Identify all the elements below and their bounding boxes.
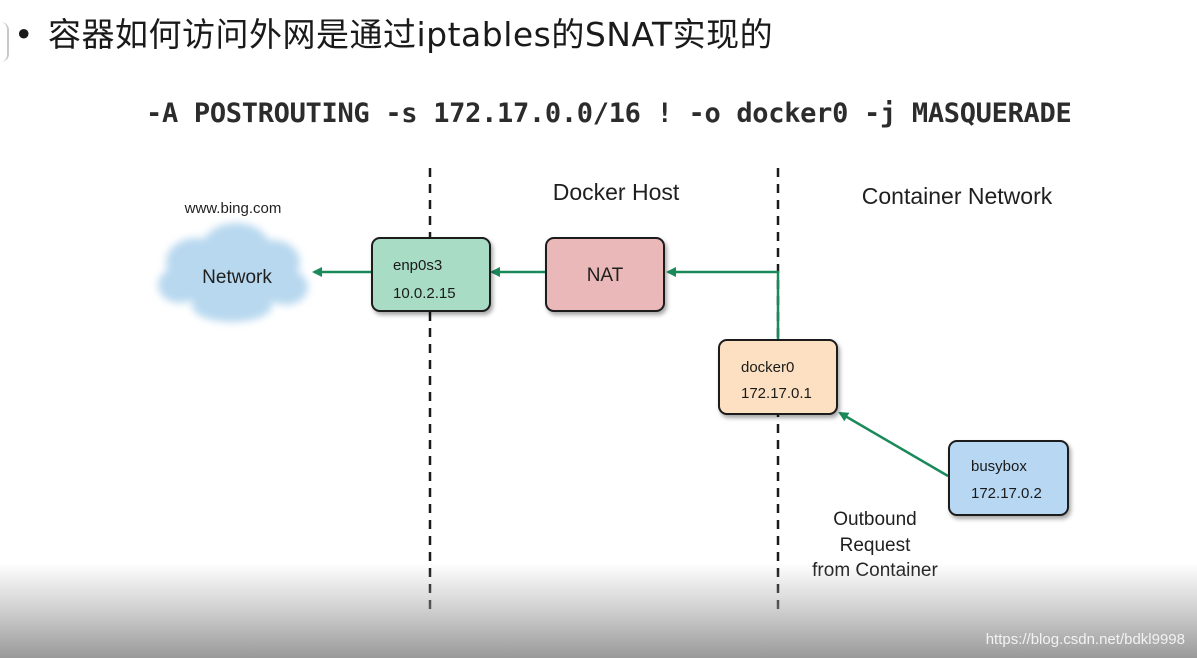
node-nat-name: NAT [587, 265, 624, 286]
node-busybox-name: busybox [971, 458, 1027, 475]
node-enp0s3-ip: 10.0.2.15 [393, 285, 456, 302]
title-text: 容器如何访问外网是通过iptables的SNAT实现的 [47, 15, 774, 54]
arrow-docker0-to-nat [666, 267, 780, 340]
node-busybox-box [948, 440, 1069, 516]
cloud-icon [158, 223, 308, 322]
outbound-annotation: Outbound Request from Container [812, 509, 938, 581]
slide-title: • 容器如何访问外网是通过iptables的SNAT实现的 [14, 10, 773, 60]
iptables-command: -A POSTROUTING -s 172.17.0.0/16 ! -o doc… [146, 98, 1072, 129]
slide-edge-decoration [0, 22, 9, 62]
node-docker0: docker0 172.17.0.1 [718, 339, 838, 415]
node-docker0-box [718, 339, 838, 415]
zone-label-container-network: Container Network [862, 183, 1053, 209]
annotation-line-3: from Container [812, 560, 938, 581]
node-nat: NAT [545, 237, 665, 312]
annotation-line-1: Outbound [833, 509, 916, 530]
annotation-line-2: Request [840, 535, 911, 556]
node-enp0s3: enp0s3 10.0.2.15 [371, 237, 491, 312]
node-busybox: busybox 172.17.0.2 [948, 440, 1069, 516]
watermark: https://blog.csdn.net/bdkl9998 [985, 631, 1185, 648]
node-enp0s3-name: enp0s3 [393, 257, 442, 274]
node-enp0s3-box [371, 237, 491, 312]
node-nat-box [545, 237, 665, 312]
node-busybox-ip: 172.17.0.2 [971, 485, 1042, 502]
internet-site-label: www.bing.com [184, 200, 282, 217]
node-docker0-ip: 172.17.0.1 [741, 385, 812, 402]
cloud-label: Network [202, 267, 272, 288]
arrow-busybox-to-docker0 [838, 411, 949, 478]
zone-label-docker-host: Docker Host [553, 179, 680, 205]
node-docker0-name: docker0 [741, 359, 794, 376]
bullet-point: • [14, 15, 34, 54]
